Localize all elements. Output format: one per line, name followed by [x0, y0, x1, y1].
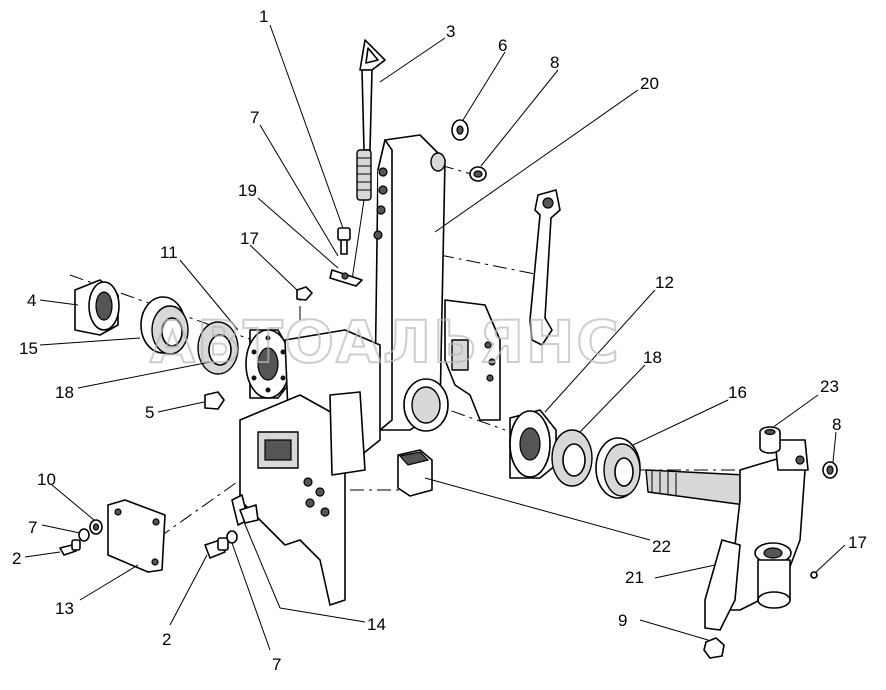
nut-part-8-right [822, 461, 838, 479]
watermark-text: АВТОАЛЬЯНС [150, 308, 621, 376]
bearing-part-12 [509, 409, 557, 479]
block-part-22 [397, 449, 433, 497]
bushing-part-23 [759, 426, 781, 454]
callout-label: 7 [272, 655, 281, 674]
callout-label: 14 [367, 615, 386, 634]
arm-flange-part [444, 299, 501, 421]
fasteners-center [204, 530, 238, 559]
fasteners-left [59, 519, 103, 556]
seal-ring-part-15 [140, 296, 189, 355]
callout-label: 17 [848, 533, 867, 552]
callout-label: 3 [446, 22, 455, 41]
callout-label: 4 [27, 291, 36, 310]
spindle-knuckle-part-21 [645, 439, 809, 631]
callout-label: 8 [550, 53, 559, 72]
callout-label: 15 [19, 339, 38, 358]
callout-label: 16 [728, 383, 747, 402]
leader-lines [24, 24, 846, 651]
callout-label: 11 [160, 243, 178, 262]
threaded-nut-part-4 [74, 279, 120, 336]
callout-label: 10 [37, 470, 56, 489]
callout-label: 20 [640, 74, 659, 93]
gasket-part-18-right [551, 429, 593, 487]
callout-label: 5 [145, 403, 154, 422]
clip-part-19 [329, 269, 363, 287]
nut-part-top [469, 166, 487, 182]
housing-part [239, 329, 381, 606]
callout-label: 13 [55, 599, 74, 618]
nut-part-17-left [296, 286, 313, 301]
callout-label: 21 [625, 568, 644, 587]
nut-part-5 [204, 391, 225, 410]
lock-plate-part-14 [231, 494, 259, 526]
callout-label: 6 [498, 36, 507, 55]
callout-label: 7 [250, 108, 259, 127]
callout-label: 9 [618, 611, 627, 630]
callout-label: 22 [652, 537, 671, 556]
callout-label: 7 [28, 518, 37, 537]
callout-label: 2 [12, 549, 21, 568]
cover-plate-part-13 [107, 499, 166, 573]
bolt-part-1 [337, 227, 351, 255]
nut-part-9 [703, 637, 725, 659]
wrench-part [529, 189, 561, 346]
callout-label: 18 [643, 348, 662, 367]
callout-labels: 1 3 6 8 20 7 19 17 11 4 15 18 5 12 18 16… [12, 7, 867, 674]
callout-label: 2 [162, 630, 171, 649]
callout-label: 23 [820, 377, 839, 396]
callout-label: 18 [55, 383, 74, 402]
callout-label: 1 [259, 7, 268, 26]
seal-ring-part-16 [595, 437, 641, 499]
callout-label: 19 [238, 181, 257, 200]
dipstick-rod-part [351, 39, 386, 281]
gasket-part-18-left [197, 321, 239, 375]
callout-label: 17 [240, 229, 259, 248]
callout-label: 8 [832, 415, 841, 434]
callout-label: 12 [655, 273, 674, 292]
main-arm-part [373, 134, 449, 432]
pin-part-17-right [810, 571, 818, 579]
washer-part-6 [451, 119, 469, 141]
